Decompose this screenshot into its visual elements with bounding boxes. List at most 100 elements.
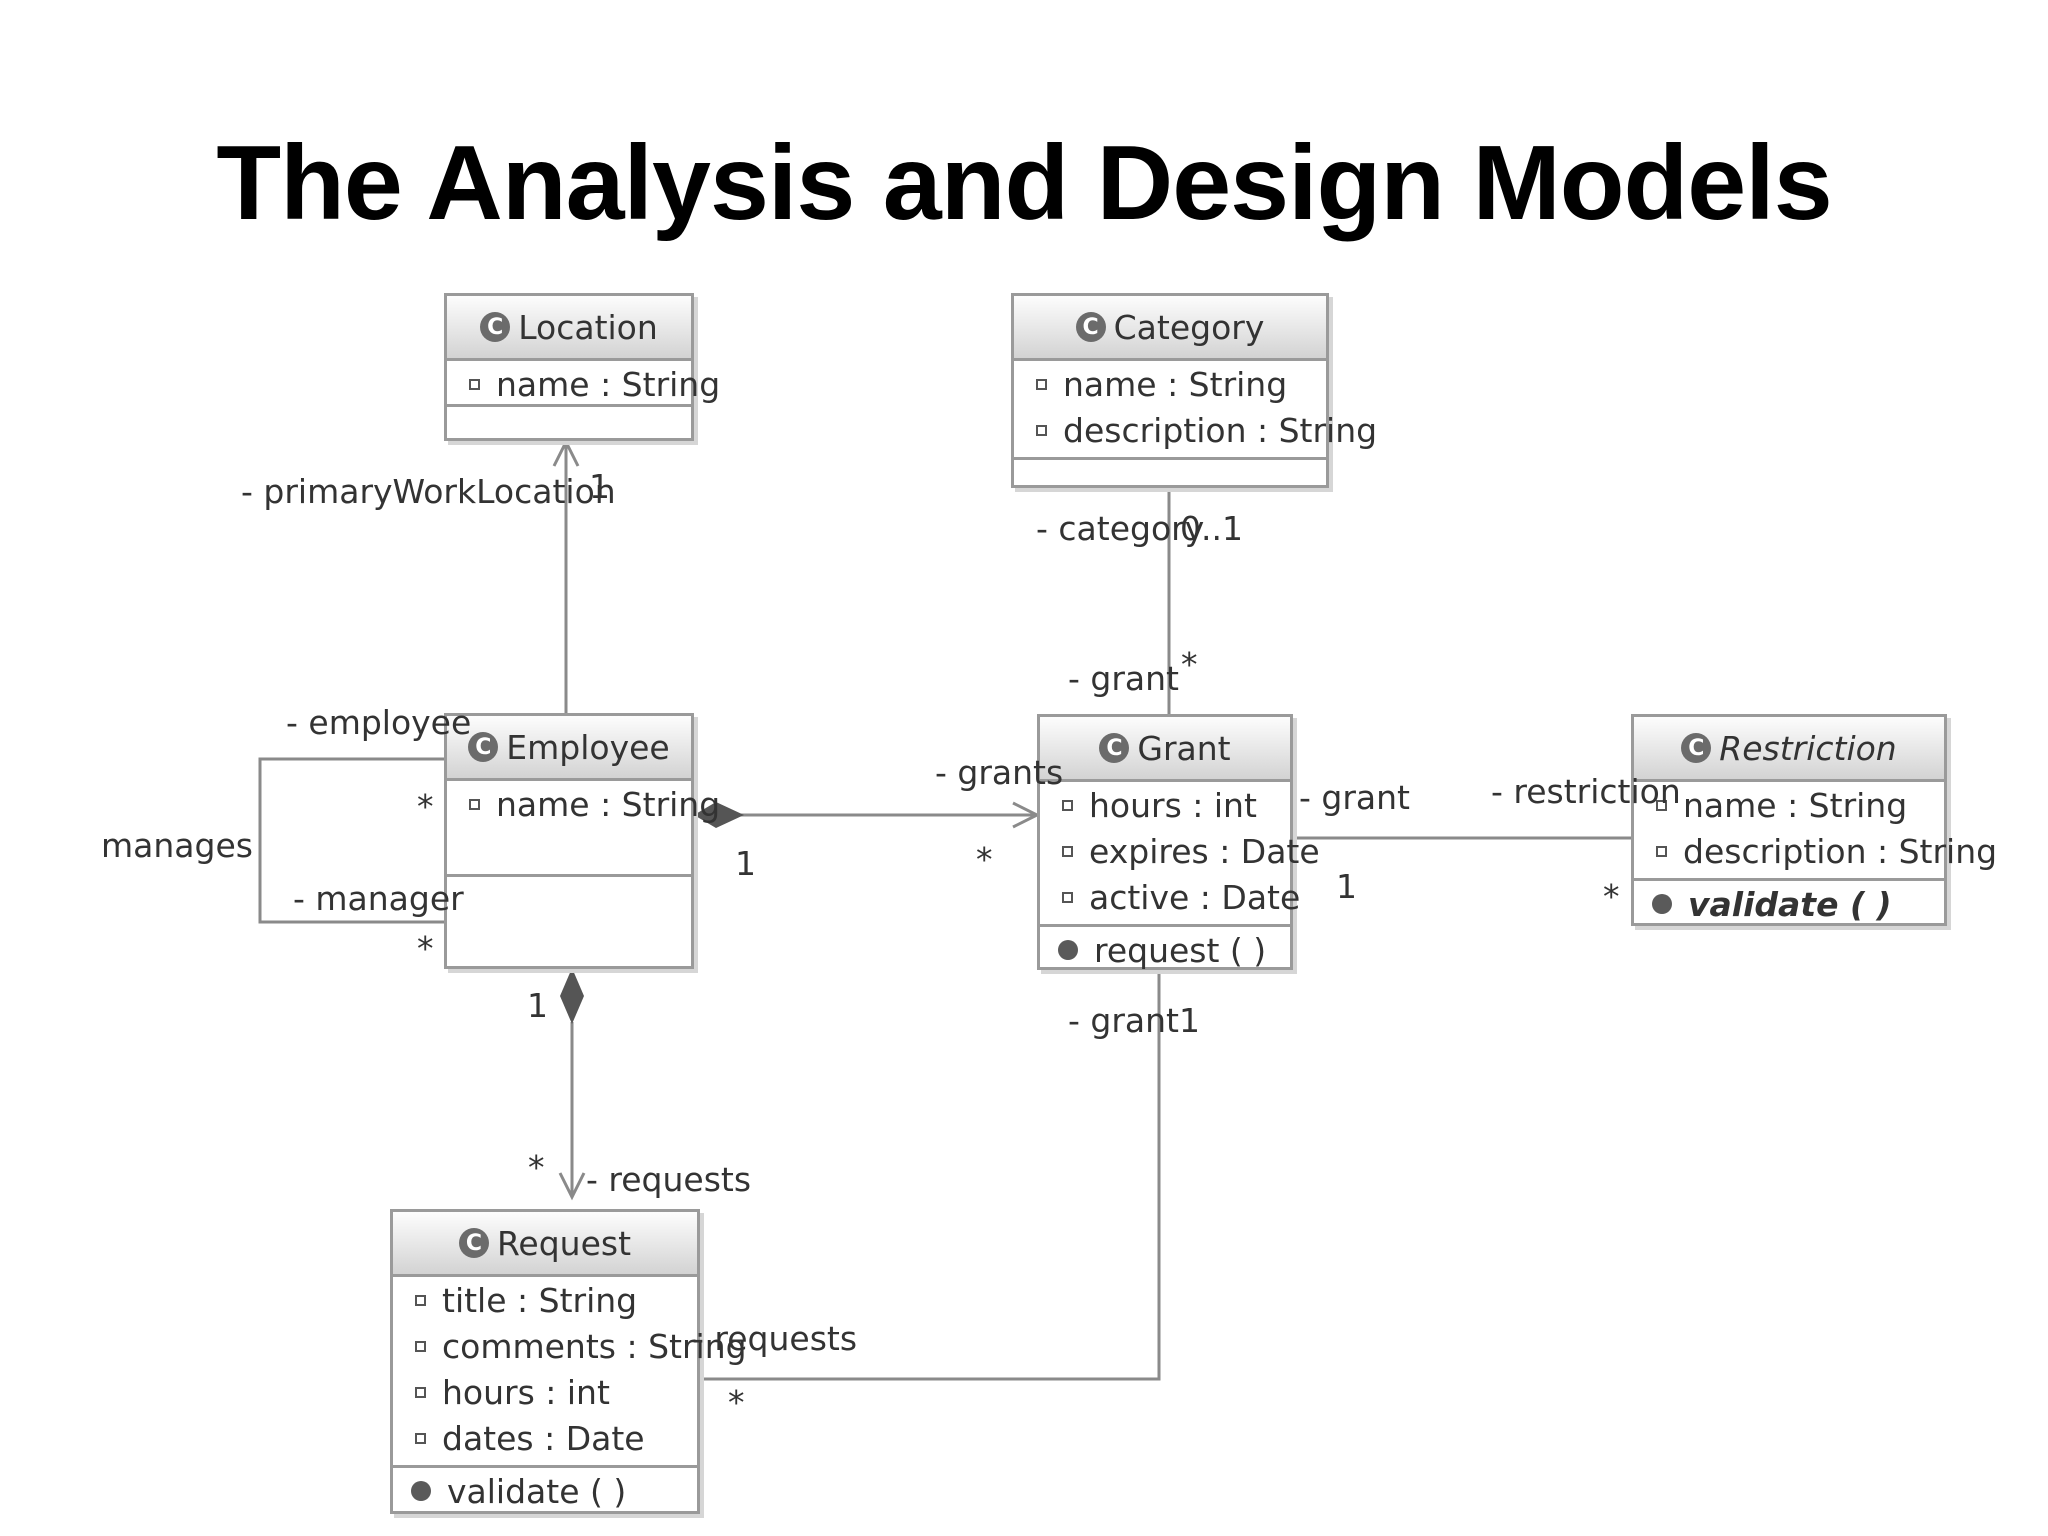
arrowhead-request [558,1172,586,1201]
composition-diamond-grants [694,802,744,828]
attribute-row: name : String [1634,782,1944,828]
class-employee-name: Employee [506,727,670,767]
class-grant-name: Grant [1137,728,1231,768]
assoc-manages [258,757,444,924]
role-requests-left: - requests [586,1160,752,1199]
class-category-operations [1014,460,1326,494]
operation-icon [1058,940,1078,960]
attribute-icon [1062,845,1073,857]
assoc-grant-request [700,970,1161,1381]
operation-icon [411,1481,431,1501]
attribute-icon [1036,378,1047,390]
class-request-name: Request [496,1223,632,1263]
operation-icon [1652,894,1672,914]
class-location[interactable]: C Location name : String [444,293,720,441]
role-employee: - employee [286,703,472,742]
attribute-row: description : String [1634,828,1997,874]
operation-row: request ( ) [1040,927,1290,973]
attribute-row: description : String [1014,407,1377,453]
mult-employee-grants: 1 [735,844,756,883]
class-grant[interactable]: C Grant hours : int expires : Date activ… [1037,714,1320,970]
class-employee[interactable]: C Employee name : String [444,713,720,969]
class-restriction-attributes: name : String description : String [1634,782,1997,881]
attribute-row: name : String [1014,361,1326,407]
attribute-icon [1656,845,1667,857]
composition-diamond-requests [560,968,584,1024]
attribute-icon [415,1432,426,1444]
attribute-row: name : String [447,781,720,827]
operation-row: validate ( ) [393,1468,697,1514]
slide-title: The Analysis and Design Models [216,124,1832,242]
class-icon: C [1099,733,1130,763]
attribute-icon [469,798,480,810]
attribute-row: comments : String [393,1323,747,1369]
class-employee-header: C Employee [447,716,691,781]
class-location-operations [447,407,691,441]
attribute-icon [1656,799,1667,811]
role-category: - category [1036,509,1205,548]
attribute-icon [415,1386,426,1398]
class-restriction-operations: validate ( ) [1634,881,1944,931]
mult-location: 1 [589,467,610,506]
mult-employee: * [417,787,434,826]
attribute-row: hours : int [393,1369,697,1415]
class-location-name: Location [518,307,658,347]
attribute-icon [415,1340,426,1352]
class-request-operations: validate ( ) [393,1468,697,1518]
class-category-name: Category [1113,307,1265,347]
mult-manager: * [417,929,434,968]
attribute-row: name : String [447,361,720,407]
class-category-header: C Category [1014,296,1326,361]
class-restriction-name: Restriction [1719,728,1897,768]
role-primary-work-location: - primaryWorkLocation [241,472,616,511]
class-icon: C [480,312,511,342]
class-restriction[interactable]: C Restriction name : String description … [1631,714,1997,926]
role-grant-right: - grant [1299,778,1410,817]
mult-requests-right: * [728,1383,745,1422]
class-request-attributes: title : String comments : String hours :… [393,1277,747,1468]
class-category[interactable]: C Category name : String description : S… [1011,293,1377,488]
class-grant-header: C Grant [1040,717,1290,782]
mult-category: 0..1 [1180,509,1243,548]
arrowhead-location [552,438,580,467]
operation-row: validate ( ) [1634,881,1944,927]
role-requests-right: - requests [692,1319,858,1358]
class-icon: C [1681,733,1712,763]
label-manages: manages [101,826,253,865]
role-manager: - manager [293,879,464,918]
class-grant-attributes: hours : int expires : Date active : Date [1040,782,1320,927]
attribute-icon [415,1294,426,1306]
class-employee-attributes: name : String [447,781,720,877]
attribute-row: expires : Date [1040,828,1320,874]
mult-grant-top: * [1181,645,1198,684]
class-location-attributes: name : String [447,361,720,407]
class-request[interactable]: C Request title : String comments : Stri… [390,1209,747,1514]
role-grants: - grants [935,753,1064,792]
class-location-header: C Location [447,296,691,361]
attribute-icon [1036,424,1047,436]
class-grant-operations: request ( ) [1040,927,1290,977]
mult-requests: * [528,1148,545,1187]
attribute-row: hours : int [1040,782,1290,828]
class-employee-operations [447,877,691,967]
attribute-row: active : Date [1040,874,1300,920]
role-restriction: - restriction [1491,772,1681,811]
attribute-icon [1062,891,1073,903]
attribute-row: dates : Date [393,1415,697,1461]
role-grant-top: - grant [1068,659,1179,698]
class-category-attributes: name : String description : String [1014,361,1377,460]
class-icon: C [1075,312,1106,342]
role-grant-bottom: - grant [1068,1001,1179,1040]
mult-grants: * [976,840,993,879]
class-icon: C [468,732,499,762]
mult-employee-requests: 1 [527,986,548,1025]
class-icon: C [458,1228,489,1258]
mult-grant-restriction: 1 [1336,867,1357,906]
attribute-icon [1062,799,1073,811]
class-request-header: C Request [393,1212,697,1277]
mult-grant-bottom: 1 [1179,1001,1200,1040]
attribute-icon [469,378,480,390]
attribute-row: title : String [393,1277,697,1323]
class-restriction-header: C Restriction [1634,717,1944,782]
